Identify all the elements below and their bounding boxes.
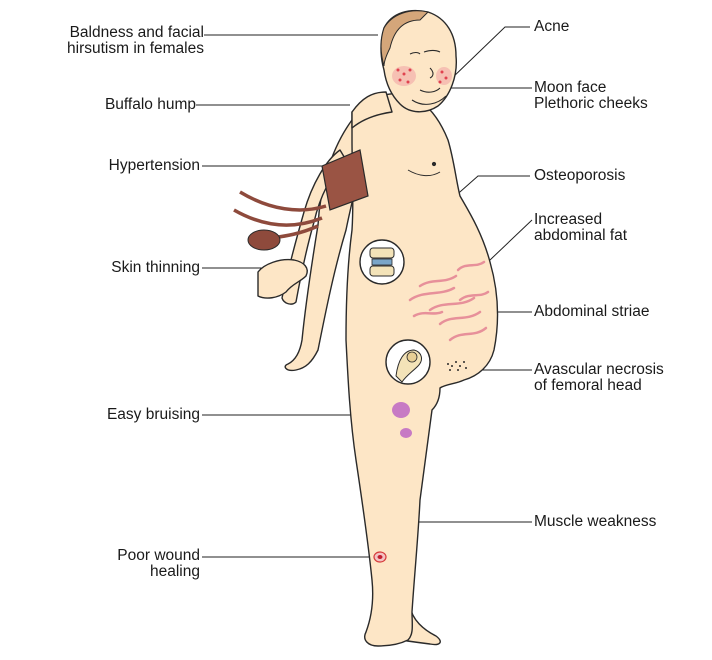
label-osteoporosis: Osteoporosis xyxy=(534,168,625,184)
label-buffalo-hump: Buffalo hump xyxy=(105,97,196,113)
bp-bulb xyxy=(248,230,280,250)
label-moon-face: Moon face Plethoric cheeks xyxy=(534,80,648,112)
label-hypertension: Hypertension xyxy=(109,158,200,174)
wound xyxy=(374,552,386,562)
leader-acne xyxy=(450,27,530,80)
label-easy-bruising: Easy bruising xyxy=(107,407,200,423)
osteoporosis-inset xyxy=(360,240,404,284)
femoral-head-inset xyxy=(386,340,430,384)
label-muscle-weakness: Muscle weakness xyxy=(534,514,656,530)
leader-abdominal-fat xyxy=(490,220,532,260)
label-baldness: Baldness and facial hirsutism in females xyxy=(67,25,204,57)
label-abdominal-fat: Increased abdominal fat xyxy=(534,212,627,244)
label-acne: Acne xyxy=(534,19,569,35)
label-skin-thinning: Skin thinning xyxy=(111,260,200,276)
label-abdominal-striae: Abdominal striae xyxy=(534,304,649,320)
patient-figure xyxy=(258,11,497,646)
examiner-hand xyxy=(258,260,307,298)
label-poor-wound-healing: Poor wound healing xyxy=(117,548,200,580)
label-avascular-necrosis: Avascular necrosis of femoral head xyxy=(534,362,664,394)
